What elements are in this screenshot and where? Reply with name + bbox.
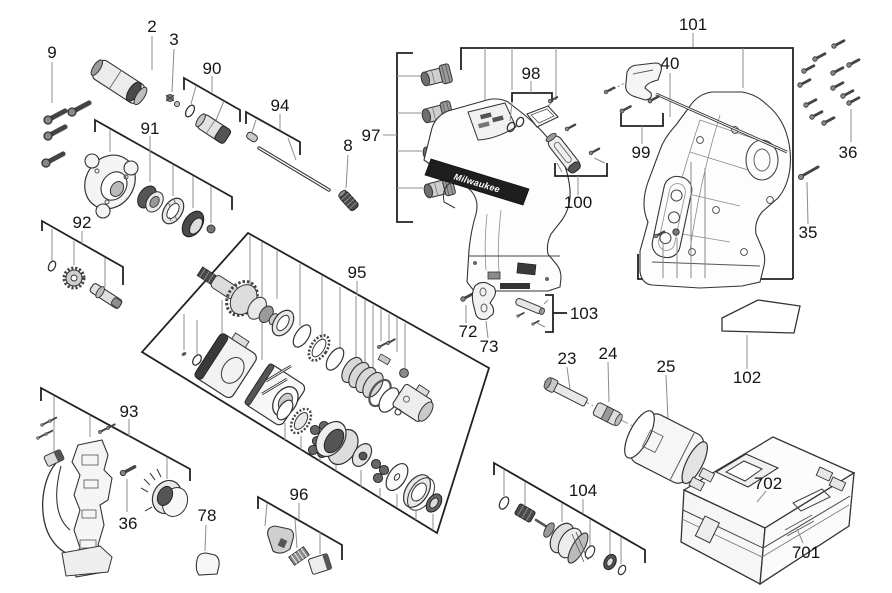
box-95 [140, 231, 491, 535]
label-103: 103 [570, 304, 598, 323]
label-36-top: 36 [839, 143, 858, 162]
part-95-carrier-disc [289, 407, 313, 435]
group-36-screws [796, 39, 861, 142]
label-101: 101 [679, 15, 707, 34]
label-24: 24 [599, 344, 618, 363]
label-40: 40 [661, 54, 680, 73]
part-91-ball [206, 224, 216, 234]
part-25-nose-cap [624, 410, 708, 485]
part-104-rotor [534, 518, 589, 564]
label-25: 25 [657, 357, 676, 376]
label-72: 72 [459, 322, 478, 341]
label-73: 73 [480, 337, 499, 356]
group-90 [183, 76, 241, 144]
part-91-gearcase-cover [84, 153, 139, 219]
group-92 [41, 219, 124, 309]
group-103 [515, 294, 567, 333]
part-102-label-pad [721, 299, 801, 369]
group-96 [257, 495, 343, 575]
logo-band [424, 158, 530, 206]
label-8: 8 [343, 136, 352, 155]
label-98: 98 [522, 64, 541, 83]
part-93-stator [140, 468, 189, 518]
part-95-gearcase [194, 332, 257, 399]
group-9-screws [42, 62, 89, 167]
part-100-bar [545, 132, 581, 174]
label-23: 23 [558, 349, 577, 368]
part-40-belt-clip [602, 62, 788, 154]
part-96-spring [288, 546, 310, 566]
part-gasket-frame [651, 162, 706, 278]
carrying-case [680, 436, 856, 586]
label-91: 91 [141, 119, 160, 138]
callout-labels: 9 2 3 90 94 91 8 97 92 95 98 100 101 40 … [47, 15, 857, 562]
group-98 [506, 81, 559, 133]
group-97-connectors [383, 52, 457, 223]
label-92: 92 [73, 213, 92, 232]
drill-housing-left: Milwaukee [423, 98, 571, 292]
part-95-selector-block [392, 383, 434, 422]
part-3-bits [165, 48, 181, 108]
part-95-clutch-cup [315, 420, 359, 466]
group-104 [493, 461, 646, 576]
part-95-bearing [271, 309, 295, 337]
part-94-pin [246, 131, 258, 143]
part-91-collar [137, 185, 164, 213]
part-91-ring-gear [181, 210, 205, 238]
part-104-pinion [514, 503, 536, 523]
part-78-cap [195, 524, 220, 576]
label-702: 702 [754, 474, 782, 493]
part-104-bearing [603, 553, 617, 571]
part-91-bearing [161, 197, 185, 225]
label-701: 701 [792, 543, 820, 562]
part-2-sleeve [90, 36, 153, 106]
label-104: 104 [569, 481, 597, 500]
part-73-hook [471, 281, 497, 339]
part-95-spindle [196, 266, 284, 328]
part-92-gear [62, 266, 86, 290]
label-102: 102 [733, 368, 761, 387]
label-96: 96 [290, 485, 309, 504]
part-35-screw [798, 165, 820, 225]
label-94: 94 [271, 96, 290, 115]
part-95-sun-gear [351, 443, 373, 467]
group-23-24-25 [543, 361, 708, 485]
part-95-toothed-ring [307, 334, 331, 362]
part-95-washer-plate [385, 462, 409, 492]
label-78: 78 [198, 506, 217, 525]
part-36b-screw [118, 465, 137, 512]
part-8-pin [338, 154, 359, 212]
part-95-flange [402, 474, 435, 511]
label-97: 97 [362, 126, 381, 145]
part-95-spring-stack [341, 356, 384, 399]
label-90: 90 [203, 59, 222, 78]
part-96-lever [267, 525, 295, 554]
label-3: 3 [169, 30, 178, 49]
group-93 [35, 386, 191, 578]
label-95: 95 [348, 263, 367, 282]
group-99 [618, 95, 664, 144]
label-93: 93 [120, 402, 139, 421]
label-36-bottom: 36 [119, 514, 138, 533]
group-100 [545, 123, 608, 195]
label-35: 35 [799, 223, 818, 242]
part-72-screw [459, 292, 475, 323]
part-92-shaft [89, 283, 123, 309]
group-94 [245, 110, 331, 192]
group-91 [84, 118, 233, 238]
part-93-switch-assembly [42, 423, 116, 578]
label-100: 100 [564, 193, 592, 212]
label-99: 99 [632, 143, 651, 162]
part-23-bolt [543, 377, 588, 407]
part-96-block [308, 553, 332, 575]
label-2: 2 [147, 17, 156, 36]
part-24-sleeve [592, 402, 623, 427]
label-9: 9 [47, 43, 56, 62]
part-95-end-bearing [425, 493, 443, 513]
